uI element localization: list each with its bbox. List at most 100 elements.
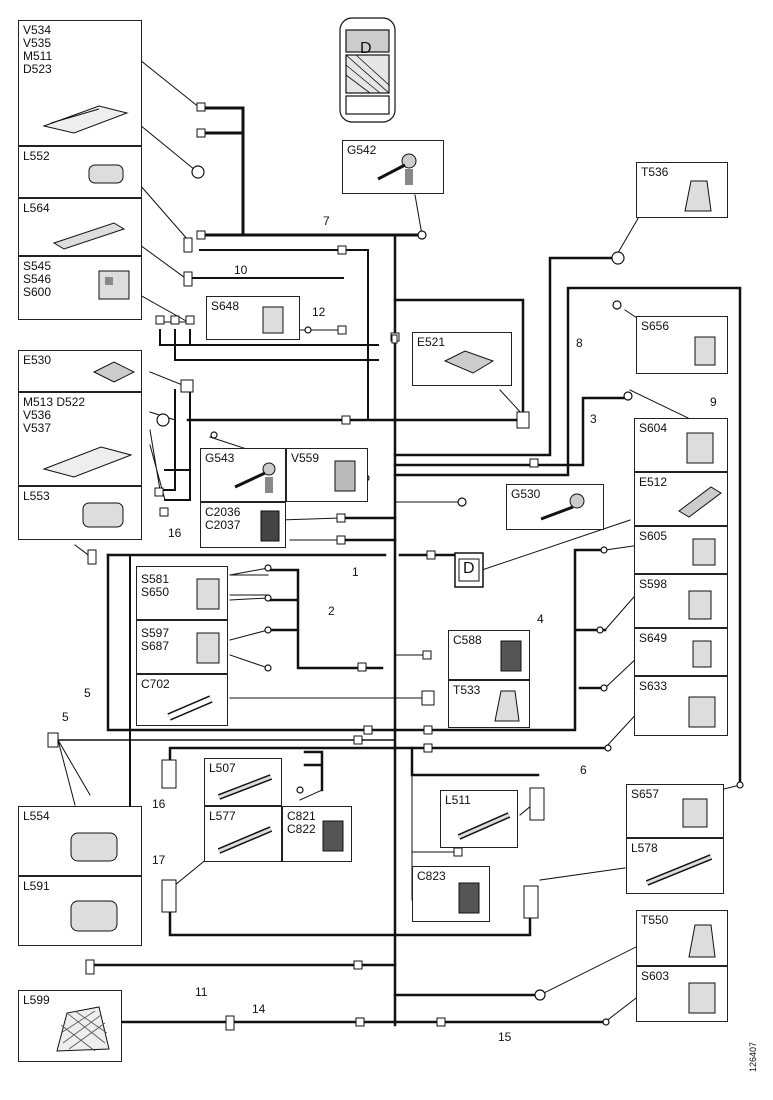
- switch-icon: [682, 798, 708, 828]
- harness-4: [393, 548, 607, 732]
- box-l564: L564: [18, 198, 142, 256]
- harness-3: [393, 396, 630, 467]
- box-e512: E512: [634, 472, 728, 526]
- switch-icon: [98, 270, 130, 300]
- relay-icon: [322, 820, 344, 852]
- box-g543: G543: [200, 448, 286, 502]
- box-v534: V534 V535 M511 D523: [18, 20, 142, 146]
- label-g543: G543: [205, 451, 235, 465]
- harness-7: [200, 106, 424, 237]
- module-icon: [92, 361, 136, 383]
- label-s605: S605: [639, 529, 668, 543]
- label-c588: C588: [453, 633, 482, 647]
- label-e521: E521: [417, 335, 446, 349]
- light-tube-icon: [217, 826, 273, 854]
- switch-icon: [688, 982, 716, 1014]
- box-s604: S604: [634, 418, 728, 472]
- wire-number-11: 11: [195, 985, 208, 999]
- wire-number-16a: 16: [168, 526, 182, 540]
- label-l578: L578: [631, 841, 658, 855]
- label-t550: T550: [641, 913, 669, 927]
- sensor-icon: [540, 493, 585, 521]
- label-s604: S604: [639, 421, 668, 435]
- label-l553: L553: [23, 489, 50, 503]
- label-s581: S581 S650: [141, 572, 170, 599]
- label-l577: L577: [209, 809, 236, 823]
- box-c588: C588: [448, 630, 530, 680]
- label-l552: L552: [23, 149, 50, 163]
- wire-number-15: 15: [498, 1030, 512, 1044]
- label-s633: S633: [639, 679, 668, 693]
- fuse-icon: [167, 695, 213, 721]
- car-top-view: [339, 17, 396, 123]
- box-t550: T550: [636, 910, 728, 966]
- box-s581: S581 S650: [136, 566, 228, 620]
- wire-number-9: 9: [710, 395, 717, 409]
- module-icon: [678, 486, 722, 518]
- lamp-icon: [88, 164, 124, 184]
- lamp-icon: [82, 502, 124, 528]
- label-l591: L591: [23, 879, 50, 893]
- box-g542: G542: [342, 140, 444, 194]
- drawing-code: 126407: [748, 1041, 758, 1072]
- box-l552: L552: [18, 146, 142, 198]
- switch-icon: [196, 632, 220, 664]
- switch-icon: [686, 432, 714, 464]
- sensor-icon: [377, 153, 417, 185]
- label-s545: S545 S546 S600: [23, 259, 52, 299]
- box-l599: L599: [18, 990, 122, 1062]
- box-s597: S597 S687: [136, 620, 228, 674]
- speaker-icon: [688, 924, 716, 958]
- box-s657: S657: [626, 784, 724, 838]
- light-tube-icon: [217, 774, 273, 800]
- box-c702: C702: [136, 674, 228, 726]
- box-l577: L577: [204, 806, 282, 862]
- harness-8: [393, 256, 617, 457]
- label-g542: G542: [347, 143, 377, 157]
- label-s656: S656: [641, 319, 670, 333]
- wire-number-3: 3: [590, 412, 597, 426]
- label-e530: E530: [23, 353, 52, 367]
- box-s633: S633: [634, 676, 728, 736]
- box-v559: V559: [286, 448, 368, 502]
- box-m513: M513 D522 V536 V537: [18, 392, 142, 486]
- label-s597: S597 S687: [141, 626, 170, 653]
- wire-number-5b: 5: [62, 710, 69, 724]
- box-s648: S648: [206, 296, 300, 340]
- wire-number-17: 17: [152, 853, 166, 867]
- label-v534: V534 V535 M511 D523: [23, 23, 53, 76]
- label-m513: M513 D522 V536 V537: [23, 395, 86, 435]
- car-marker: D: [360, 40, 372, 57]
- wire-number-16b: 16: [152, 797, 166, 811]
- module-icon: [443, 350, 495, 374]
- box-l507: L507: [204, 758, 282, 806]
- wire-number-12: 12: [312, 305, 326, 319]
- wire-number-4: 4: [537, 612, 544, 626]
- relay-icon: [458, 882, 480, 914]
- label-s598: S598: [639, 577, 668, 591]
- box-l578: L578: [626, 838, 724, 894]
- wire-number-5a: 5: [84, 686, 91, 700]
- label-s649: S649: [639, 631, 668, 645]
- control-unit-icon: [42, 446, 133, 478]
- label-l564: L564: [23, 201, 50, 215]
- label-t533: T533: [453, 683, 481, 697]
- valve-icon: [334, 460, 356, 492]
- switch-icon: [688, 696, 716, 728]
- wire-number-7: 7: [323, 214, 330, 228]
- switch-icon: [196, 578, 220, 610]
- reflector-icon: [56, 1006, 110, 1052]
- harness-10: [187, 249, 369, 421]
- label-t536: T536: [641, 165, 669, 179]
- harness-e521: [393, 298, 525, 422]
- box-s605: S605: [634, 526, 728, 574]
- box-l591: L591: [18, 876, 142, 946]
- control-module-icon: [42, 105, 129, 134]
- switch-icon: [692, 538, 716, 566]
- speaker-icon: [684, 180, 712, 212]
- light-tube-icon: [645, 854, 713, 886]
- label-c823: C823: [417, 869, 446, 883]
- wire-number-2: 2: [328, 604, 335, 618]
- label-e512: E512: [639, 475, 668, 489]
